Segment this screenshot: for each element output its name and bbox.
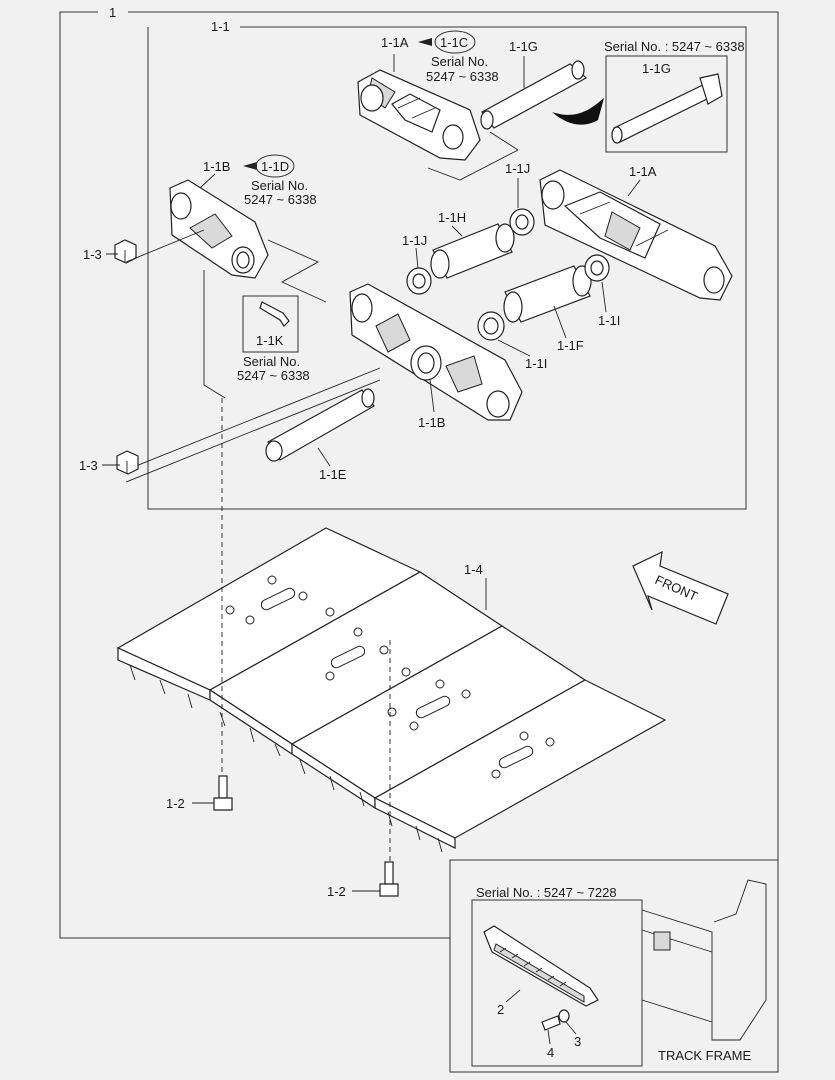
front-arrow xyxy=(632,550,729,625)
label-serial-a: Serial No. xyxy=(431,54,488,69)
guide-pin-e xyxy=(125,367,381,483)
leader-seal-j-left xyxy=(415,247,419,269)
pin-g xyxy=(480,60,587,130)
bushing-h xyxy=(430,223,515,279)
bolt-bottom xyxy=(379,861,399,897)
seal-j-left xyxy=(406,267,432,295)
pin-e xyxy=(265,388,375,462)
label-link-a2: 1-1A xyxy=(629,164,657,179)
label-nut-bottom: 1-3 xyxy=(79,458,98,473)
track-frame xyxy=(641,879,767,1041)
leader-bushing-h xyxy=(451,225,463,237)
label-serial-box-g: Serial No. : 5247 ~ 6338 xyxy=(604,39,745,54)
label-bolt-left: 1-2 xyxy=(166,796,185,811)
pin-k xyxy=(259,301,290,327)
leader-link-a2 xyxy=(627,179,641,197)
label-pin-g: 1-1G xyxy=(509,39,538,54)
label-serial-range-b: 5247 ~ 6338 xyxy=(244,192,317,207)
leader-link-b2 xyxy=(429,379,435,413)
label-serial-k: Serial No. xyxy=(243,354,300,369)
label-serial-range-k: 5247 ~ 6338 xyxy=(237,368,310,383)
label-pin-g-inset: 1-1G xyxy=(642,61,671,76)
leader-bolt-4 xyxy=(547,1029,551,1045)
label-bushing-f: 1-1F xyxy=(557,338,584,353)
washer-3 xyxy=(558,1009,570,1023)
seal-j-top xyxy=(509,208,535,236)
label-pin-k: 1-1K xyxy=(256,333,284,348)
leader-washer xyxy=(565,1021,577,1035)
label-seal-j-left: 1-1J xyxy=(402,233,427,248)
label-inset-serial: Serial No. : 5247 ~ 7228 xyxy=(476,885,617,900)
leader-seal-i-mid xyxy=(497,339,531,357)
link-a-top xyxy=(357,69,481,161)
leader-seal-i-right xyxy=(601,281,607,313)
inset-arrow xyxy=(552,98,604,125)
link-b-center xyxy=(349,283,523,421)
guide-top xyxy=(427,131,519,181)
track-shoes xyxy=(116,527,667,853)
label-link-b: 1-1B xyxy=(203,159,230,174)
label-link-a: 1-1A xyxy=(381,35,409,50)
bolt-4 xyxy=(541,1015,561,1031)
label-washer: 3 xyxy=(574,1034,581,1049)
serial-box-k xyxy=(242,295,299,353)
leader-guard xyxy=(505,989,521,1003)
label-seal-i-mid: 1-1I xyxy=(525,356,547,371)
circle-c xyxy=(434,30,476,54)
label-seal-j-top: 1-1J xyxy=(505,161,530,176)
nut-bottom xyxy=(116,450,139,475)
guide-left xyxy=(203,239,327,399)
label-guard: 2 xyxy=(497,1002,504,1017)
chain-frame xyxy=(147,26,747,510)
leader-link-b xyxy=(199,173,216,189)
leader-pin-e xyxy=(317,447,331,467)
label-chain: 1-1 xyxy=(211,19,230,34)
inset-inner-frame xyxy=(471,899,643,1067)
inset-frame xyxy=(449,859,779,1073)
circle-d xyxy=(255,154,295,178)
label-shoe: 1-4 xyxy=(464,562,483,577)
label-pin-e: 1-1E xyxy=(319,467,347,482)
label-link-d: 1-1D xyxy=(261,159,289,174)
label-seal-i-right: 1-1I xyxy=(598,313,620,328)
leader-bushing-f xyxy=(553,305,567,339)
label-nut-top: 1-3 xyxy=(83,247,102,262)
bushing-f xyxy=(503,265,592,323)
label-bolt-bottom: 1-2 xyxy=(327,884,346,899)
label-link-b2: 1-1B xyxy=(418,415,445,430)
bolt-left xyxy=(213,775,233,811)
track-guard xyxy=(483,925,599,1007)
label-track-frame: TRACK FRAME xyxy=(658,1048,752,1063)
pin-g-inset xyxy=(611,73,723,144)
link-a-right xyxy=(539,169,733,301)
serial-box-g xyxy=(605,55,728,153)
label-serial-range-a: 5247 ~ 6338 xyxy=(426,69,499,84)
arrow-a-to-c xyxy=(418,38,432,46)
label-assembly: 1 xyxy=(109,5,116,20)
arrow-b-to-d xyxy=(243,162,257,170)
seal-i-mid xyxy=(477,311,505,341)
seal-i-right xyxy=(584,254,610,282)
label-bolt-4: 4 xyxy=(547,1045,554,1060)
link-b-left xyxy=(169,179,269,279)
leader-nut-top xyxy=(106,229,205,263)
label-link-c: 1-1C xyxy=(440,35,468,50)
label-serial-b: Serial No. xyxy=(251,178,308,193)
label-bushing-h: 1-1H xyxy=(438,210,466,225)
